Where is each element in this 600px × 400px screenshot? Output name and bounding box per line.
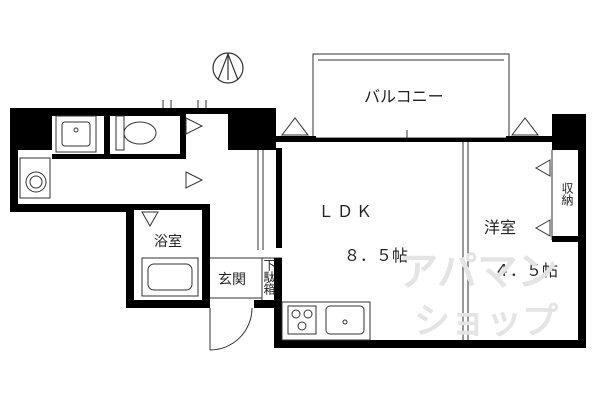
door-balcony-left <box>280 117 310 136</box>
room-label-western: 洋室 <box>484 218 517 237</box>
wall-top-wc <box>52 108 182 116</box>
entrance-door-swing <box>209 307 253 351</box>
wall-bottom-left <box>10 204 134 212</box>
toilet-tank <box>115 115 125 151</box>
wall-top-ldk <box>276 136 316 142</box>
watermark-line2: ショップ <box>414 301 559 342</box>
wall-bath-left <box>126 204 134 308</box>
door-bath <box>141 211 159 228</box>
wall-bath-bottom <box>126 300 208 308</box>
wall-bottom <box>274 340 586 348</box>
kitchen-sink <box>325 305 365 335</box>
wall-right-storage <box>578 150 586 240</box>
wall-bath-right <box>202 204 210 308</box>
wall-bath-top <box>134 204 208 210</box>
room-size-western: ４．５帖 <box>494 261 559 280</box>
wall-entrance-bottom <box>254 300 282 308</box>
bathtub <box>141 257 199 297</box>
room-label-balcony: バルコニー <box>364 87 444 106</box>
wall-wash-bottom <box>52 154 186 159</box>
wall-wc-left <box>104 112 110 156</box>
room-label-storage: 収納 <box>560 182 574 206</box>
wall-right-lower <box>578 240 586 348</box>
door-corridor-2 <box>185 171 204 189</box>
room-label-shoe-box: 下駄箱 <box>262 259 276 295</box>
wash-basin <box>55 115 97 153</box>
kitchen-counter <box>281 301 371 341</box>
door-storage-bottom <box>534 219 551 237</box>
north-arrow-icon <box>212 52 244 84</box>
wall-block-left <box>10 108 52 150</box>
watermark-line1: アパマン <box>398 249 558 295</box>
door-balcony-right <box>510 117 540 136</box>
laundry-pan <box>19 157 51 199</box>
wall-corridor-right <box>276 148 282 248</box>
wall-storage-bottom <box>552 236 582 242</box>
room-label-entrance: 玄関 <box>218 272 246 288</box>
stove <box>287 305 317 335</box>
room-size-ldk: ８．５帖 <box>344 246 409 265</box>
wall-wc-right <box>180 112 186 156</box>
door-corridor-1 <box>185 117 204 135</box>
wall-top-corridor <box>182 108 228 114</box>
wall-block-center <box>228 108 276 150</box>
door-storage-top <box>534 159 551 177</box>
toilet-bowl <box>123 121 157 145</box>
wall-top-balcony <box>316 138 506 142</box>
wall-top-western <box>506 136 554 142</box>
wall-block-right <box>552 114 586 150</box>
room-label-ldk: ＬＤＫ <box>318 202 376 221</box>
room-label-bath: 浴室 <box>154 234 182 250</box>
wall-left <box>10 150 18 210</box>
wall-ldk-left-lower <box>274 258 282 348</box>
